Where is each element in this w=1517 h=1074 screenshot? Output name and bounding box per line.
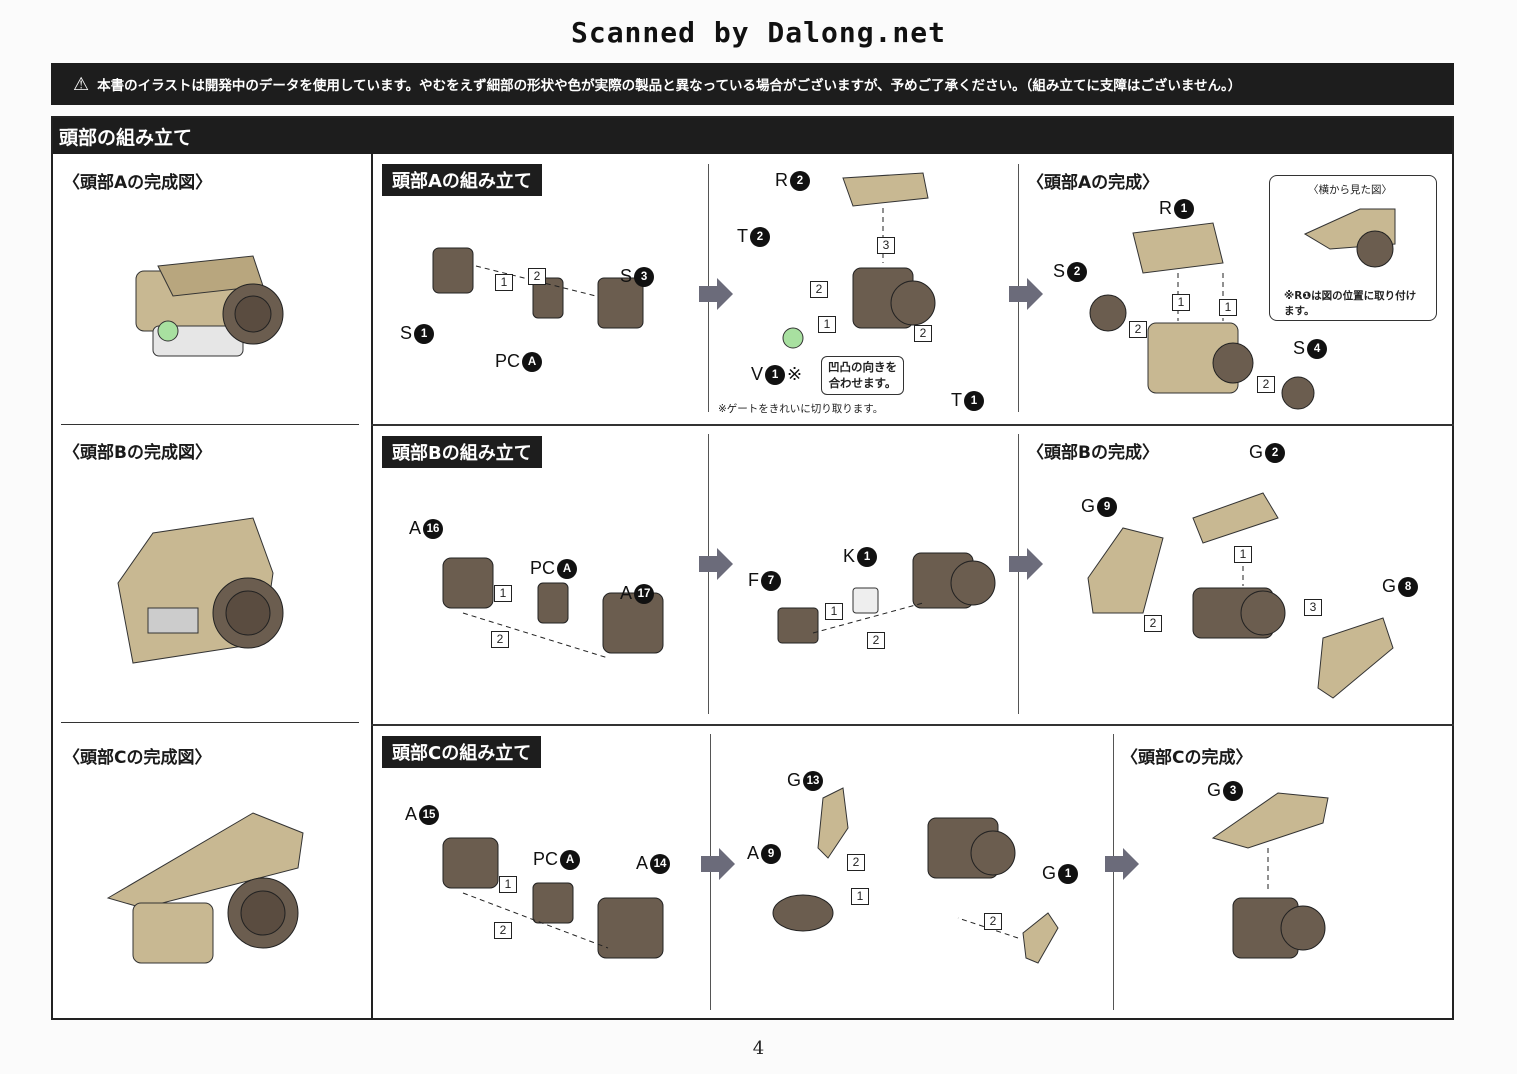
notice-bar: ⚠ 本書のイラストは開発中のデータを使用しています。やむをえず細部の形状や色が実… [51, 63, 1454, 105]
row-divider [61, 722, 359, 723]
head-a-step2-illustration [782, 172, 936, 349]
head-b-complete-illustration [117, 517, 284, 664]
step-number: 2 [867, 632, 885, 649]
notice-text: 本書のイラストは開発中のデータを使用しています。やむをえず細部の形状や色が実際の… [97, 78, 1242, 94]
row-divider [61, 424, 359, 425]
head-a-complete-view-label: 〈頭部Aの完成図〉 [63, 173, 213, 193]
step-divider [708, 434, 709, 714]
step-number: 1 [1219, 299, 1237, 316]
step-number: 2 [528, 268, 546, 285]
page-number: 4 [752, 1038, 765, 1059]
step-number: 1 [818, 316, 836, 333]
step-number: 3 [877, 237, 895, 254]
step-number: 1 [825, 603, 843, 620]
side-view-box: 〈横から見た図〉 ※R❶は図の位置に取り付けます。 [1269, 175, 1437, 321]
head-c-complete-illustration [106, 812, 304, 964]
step-divider [1018, 434, 1019, 714]
step-number: 2 [1257, 376, 1275, 393]
step-number: 1 [494, 585, 512, 602]
side-view-illustration [1303, 208, 1396, 268]
step-number: 2 [984, 913, 1002, 930]
orientation-callout: 凹凸の向きを 合わせます。 [821, 356, 904, 396]
next-step-arrow-icon [699, 278, 733, 310]
head-c-step3-illustration [1211, 792, 1329, 959]
head-a-completion-label: 〈頭部Aの完成〉 [1027, 173, 1160, 193]
head-b-step2-illustration [777, 552, 996, 644]
step-number: 1 [1234, 546, 1252, 563]
head-b-step3-illustration [1087, 492, 1394, 699]
step-number: 1 [499, 876, 517, 893]
section-title: 頭部の組み立て [53, 118, 1452, 154]
next-step-arrow-icon [1105, 848, 1139, 880]
head-c-step1-illustration [442, 837, 664, 959]
next-step-arrow-icon [699, 548, 733, 580]
step-number: 3 [1304, 599, 1322, 616]
step-number: 1 [1172, 294, 1190, 311]
step-number: 2 [914, 325, 932, 342]
next-step-arrow-icon [701, 848, 735, 880]
step-number: 2 [491, 631, 509, 648]
warning-icon: ⚠ [73, 73, 90, 95]
next-step-arrow-icon [1009, 278, 1043, 310]
head-c-step-title: 頭部Cの組み立て [382, 736, 542, 768]
head-a-complete-illustration [135, 255, 284, 357]
step-number: 2 [1144, 615, 1162, 632]
head-c-complete-view-label: 〈頭部Cの完成図〉 [63, 748, 212, 768]
head-b-step-title: 頭部Bの組み立て [382, 436, 542, 468]
step-number: 2 [810, 281, 828, 298]
head-a-step-title: 頭部Aの組み立て [382, 164, 542, 196]
head-c-step2-illustration [772, 787, 1059, 964]
next-step-arrow-icon [1009, 548, 1043, 580]
head-a-step1-illustration [432, 247, 644, 329]
step-number: 1 [851, 888, 869, 905]
gate-note: ※ゲートをきれいに切り取ります。 [718, 403, 884, 415]
head-a-step3-illustration [1089, 222, 1315, 410]
step-number: 2 [1129, 321, 1147, 338]
side-view-title: 〈横から見た図〉 [1308, 184, 1392, 196]
head-c-completion-label: 〈頭部Cの完成〉 [1121, 748, 1253, 768]
side-view-note: ※R❶は図の位置に取り付けます。 [1284, 290, 1417, 317]
row-divider [371, 724, 1454, 726]
step-number: 2 [847, 854, 865, 871]
step-number: 2 [494, 922, 512, 939]
step-number: 1 [495, 274, 513, 291]
column-divider [371, 154, 373, 1020]
head-b-completion-label: 〈頭部Bの完成〉 [1027, 443, 1159, 463]
scan-credit: Scanned by Dalong.net [570, 16, 946, 49]
row-divider [371, 424, 1454, 426]
head-b-step1-illustration [442, 557, 664, 659]
head-b-complete-view-label: 〈頭部Bの完成図〉 [63, 443, 212, 463]
